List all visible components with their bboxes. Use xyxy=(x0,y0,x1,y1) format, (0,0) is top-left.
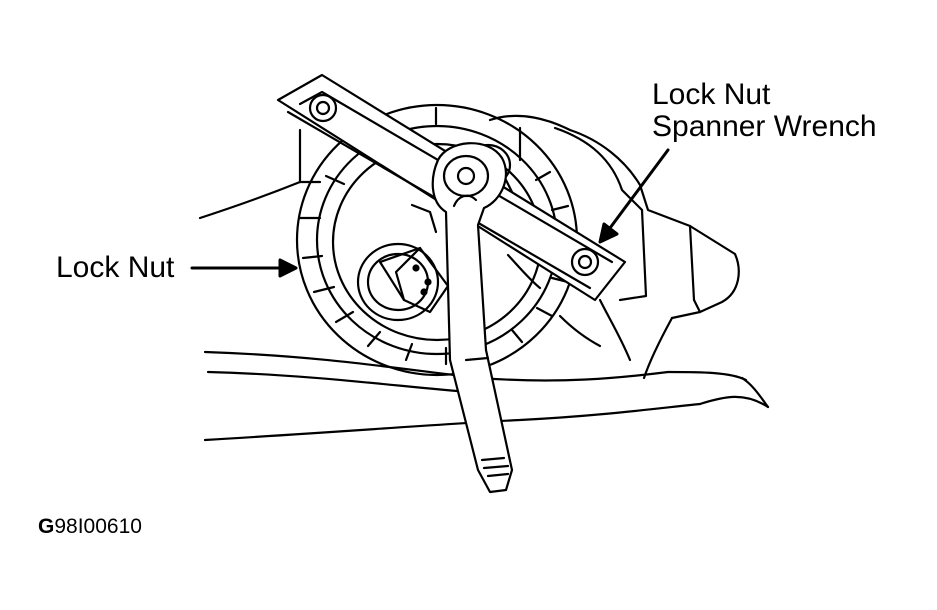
figure-id-prefix: G xyxy=(38,515,55,538)
ratchet-tool xyxy=(431,142,514,494)
electrical-connector xyxy=(356,242,450,322)
spanner-wrench-label-line1: Lock Nut xyxy=(652,78,771,111)
lock-nut-arrow xyxy=(190,258,298,278)
spanner-wrench-label: Lock Nut Spanner Wrench xyxy=(652,79,877,143)
lock-nut-label: Lock Nut xyxy=(56,251,175,284)
fuel-tank-body xyxy=(198,114,770,442)
spanner-wrench-label-line2: Spanner Wrench xyxy=(652,110,877,143)
spanner-wrench-arrow xyxy=(598,148,670,244)
figure-id-number: 98I00610 xyxy=(54,515,142,538)
figure-identifier: G98I00610 xyxy=(38,515,142,539)
